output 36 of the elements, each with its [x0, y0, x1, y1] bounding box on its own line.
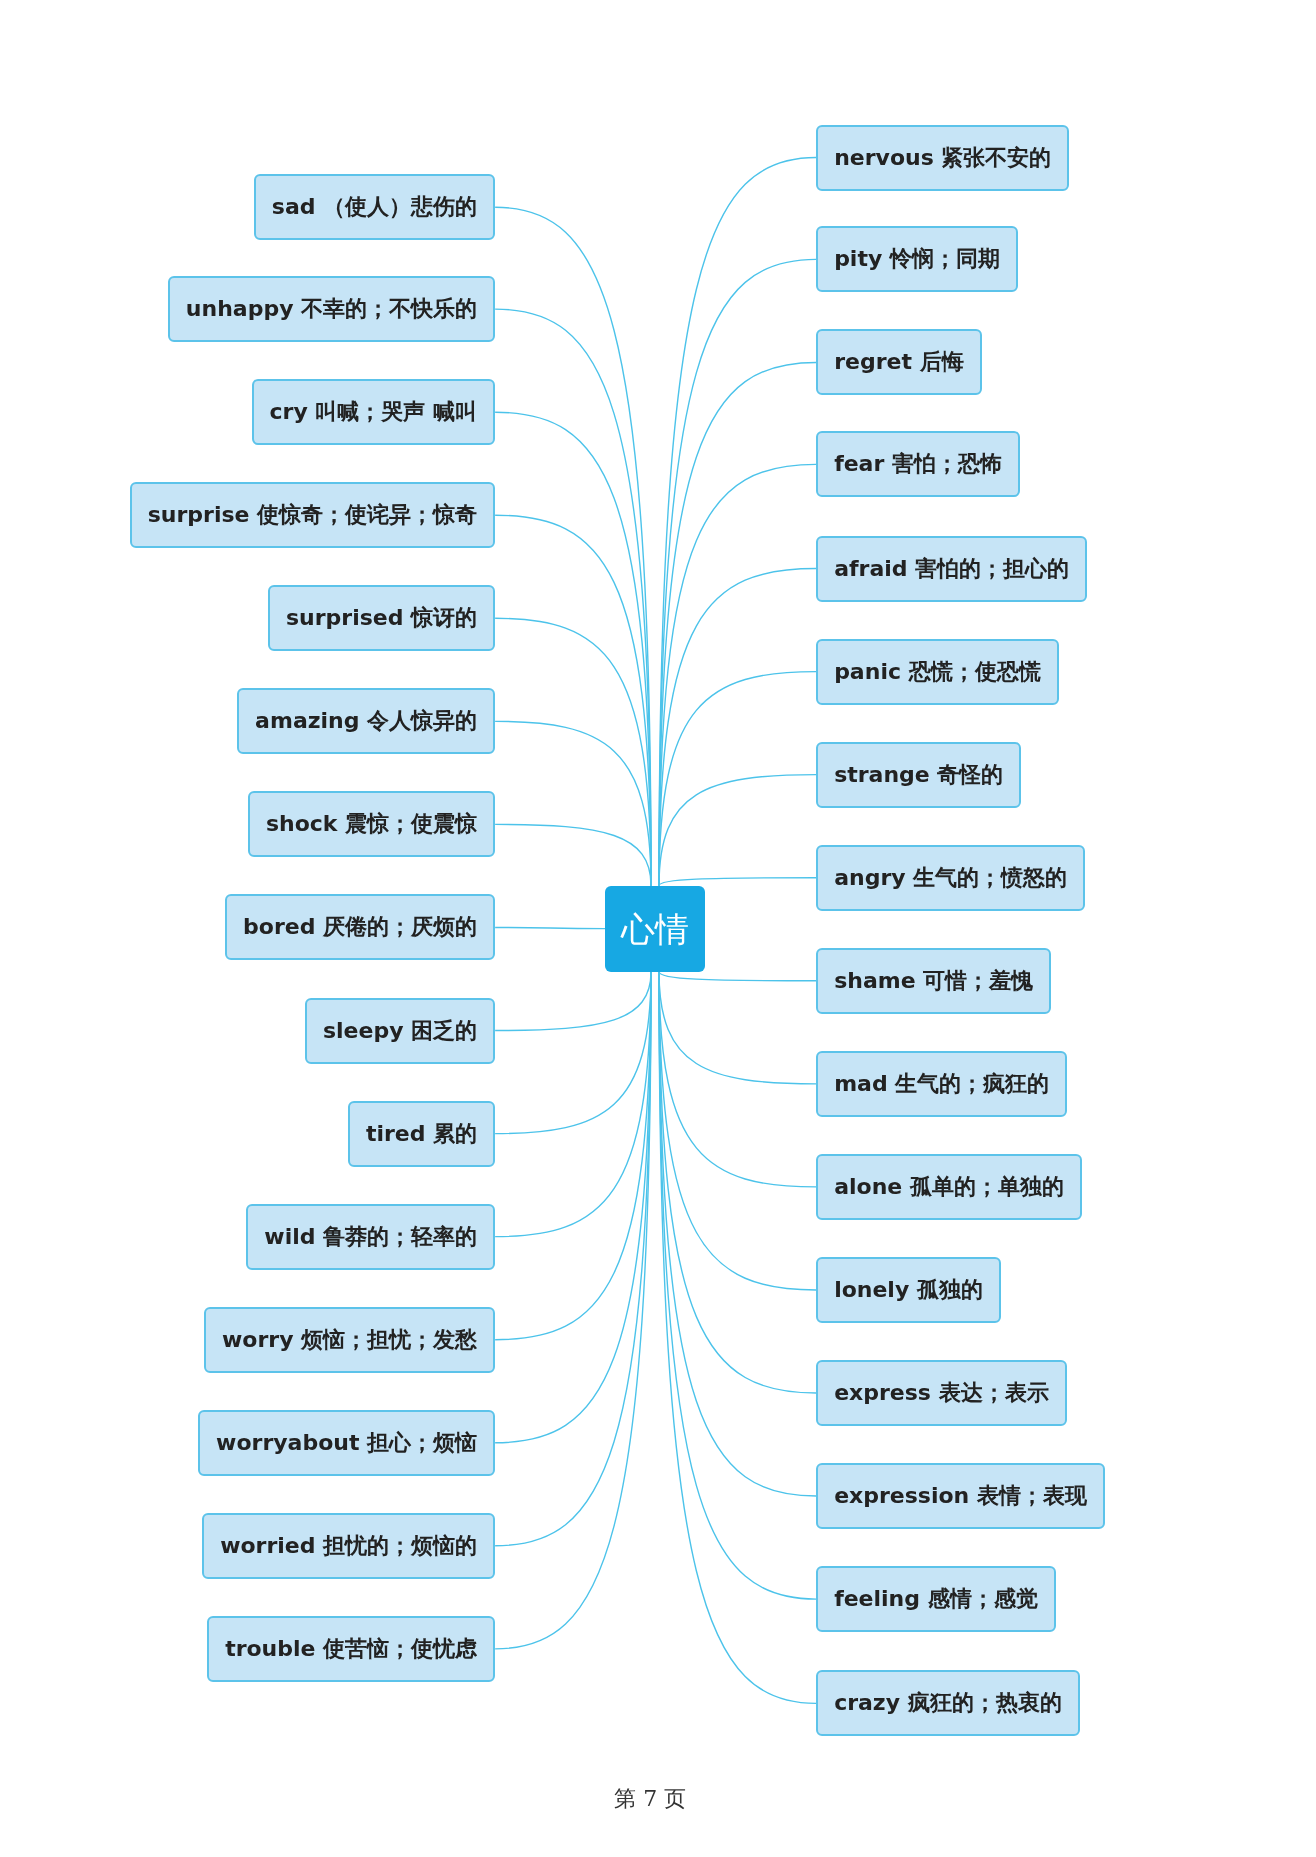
word-box: tired 累的: [347, 1100, 496, 1167]
word-box: cry 叫喊；哭声 喊叫: [251, 379, 496, 446]
word-box: crazy 疯狂的；热衷的: [816, 1670, 1080, 1737]
word-box: mad 生气的；疯狂的: [816, 1050, 1068, 1117]
word-box: expression 表情；表现: [816, 1463, 1105, 1530]
word-box: wild 鲁莽的；轻率的: [246, 1203, 496, 1270]
connector-line: [658, 877, 817, 887]
word-box: amazing 令人惊异的: [237, 688, 496, 755]
word-box: shock 震惊；使震惊: [247, 791, 496, 858]
word-box: sad （使人）悲伤的: [253, 174, 496, 241]
word-box: surprise 使惊奇；使诧异；惊奇: [129, 482, 496, 549]
word-box: alone 孤单的；单独的: [816, 1153, 1082, 1220]
word-box: nervous 紧张不安的: [816, 124, 1070, 191]
connector-line: [494, 926, 606, 930]
word-box: fear 害怕；恐怖: [816, 431, 1020, 498]
word-box: regret 后悔: [816, 329, 982, 396]
word-box: bored 厌倦的；厌烦的: [225, 894, 496, 961]
page-number: 第 7 页: [614, 1785, 687, 1814]
word-box: afraid 害怕的；担心的: [816, 535, 1088, 602]
word-box: strange 奇怪的: [816, 741, 1022, 808]
word-box: angry 生气的；愤怒的: [816, 844, 1086, 911]
connector-line: [658, 970, 817, 982]
topic-box: 心情: [605, 885, 706, 972]
word-box: feeling 感情；感觉: [816, 1566, 1056, 1633]
word-box: shame 可惜；羞愧: [816, 947, 1052, 1014]
word-box: express 表达；表示: [816, 1360, 1067, 1426]
word-box: surprised 惊讶的: [267, 585, 496, 652]
word-box: unhappy 不幸的；不快乐的: [167, 276, 496, 343]
word-box: worryabout 担心；烦恼: [198, 1409, 496, 1476]
word-box: sleepy 困乏的: [304, 997, 496, 1064]
word-box: panic 恐慌；使恐慌: [816, 638, 1059, 705]
word-box: trouble 使苦恼；使忧虑: [207, 1615, 496, 1682]
word-box: lonely 孤独的: [816, 1256, 1001, 1323]
word-box: worry 烦恼；担忧；发愁: [204, 1306, 496, 1373]
word-box: pity 怜悯；同期: [816, 226, 1018, 293]
word-box: worried 担忧的；烦恼的: [202, 1512, 496, 1579]
